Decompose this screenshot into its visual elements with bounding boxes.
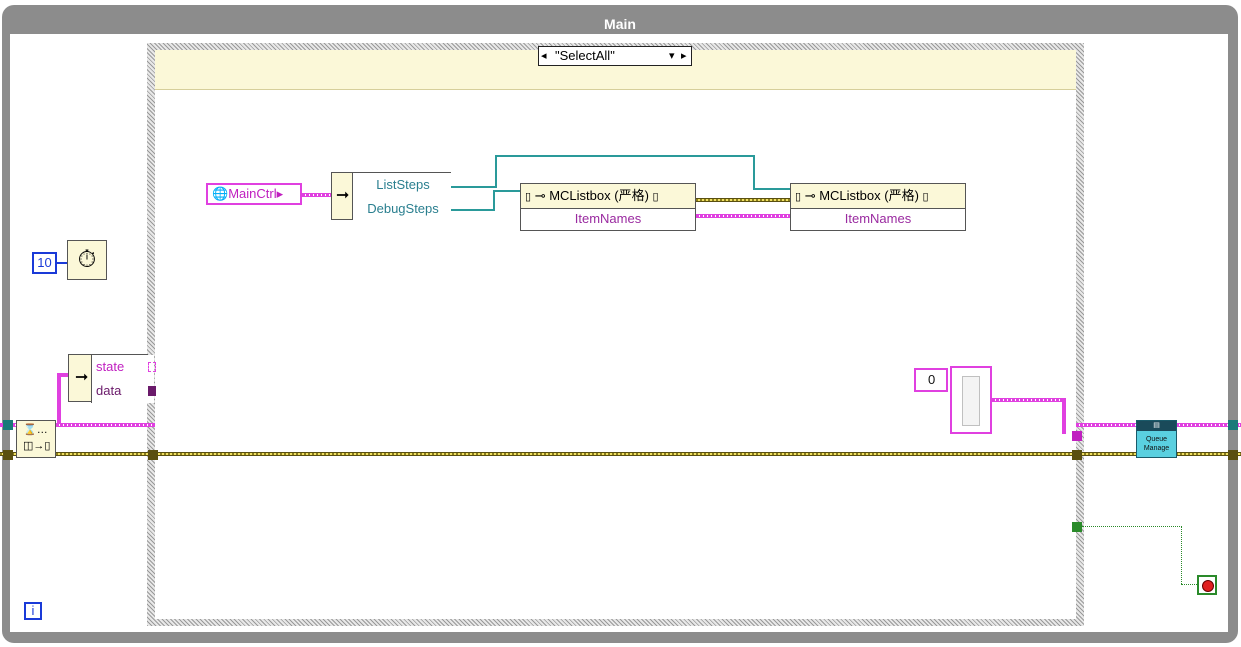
case-error-tunnel-left[interactable] <box>148 450 158 460</box>
element-wire-vertical[interactable] <box>57 373 61 423</box>
queue-manage-label: Queue Manage <box>1143 436 1170 452</box>
ref-in-icon: ▯ <box>795 191 802 203</box>
ref-out-icon: ▯ <box>922 191 929 203</box>
data-field: data <box>91 379 154 403</box>
array-wire-a[interactable] <box>992 398 1066 402</box>
array-constant[interactable] <box>950 366 992 434</box>
stop-wire-a[interactable] <box>1082 526 1182 527</box>
debugsteps-field: DebugSteps <box>352 197 453 220</box>
state-tunnel[interactable] <box>148 362 156 372</box>
stop-tunnel[interactable] <box>1072 522 1082 532</box>
prev-case-icon[interactable]: ◂ <box>541 50 547 62</box>
wait-constant[interactable]: 10 <box>32 252 57 274</box>
debugsteps-wire-c[interactable] <box>493 190 521 192</box>
property-node-1[interactable]: ▯ ⊸ MCListbox (严格) ▯ ItemNames <box>520 183 696 231</box>
dequeue-icon: ⌛… <box>23 424 48 436</box>
case-error-tunnel-right[interactable] <box>1072 450 1082 460</box>
next-case-icon[interactable]: ▸ <box>681 50 687 62</box>
property-node-1-item[interactable]: ItemNames <box>574 211 642 226</box>
unbundle-by-name-state[interactable]: ➞ state data <box>68 354 154 403</box>
liststeps-wire-b[interactable] <box>495 155 497 188</box>
liststeps-wire-c[interactable] <box>495 155 755 157</box>
case-structure-body <box>155 50 1076 619</box>
dequeue-node[interactable]: ⌛… ◫→▯ <box>16 420 56 458</box>
globe-icon: 🌐 <box>212 186 229 201</box>
ref-wire[interactable] <box>302 193 332 197</box>
state-field: state <box>91 355 154 380</box>
metronome-icon[interactable]: ⏱ <box>67 240 107 280</box>
liststeps-wire-e[interactable] <box>753 188 791 190</box>
queue-manage-subvi[interactable]: ▤ Queue Manage <box>1136 420 1177 458</box>
mainctrl-label: MainCtrl <box>228 186 277 201</box>
queue-wire-left[interactable] <box>0 423 155 427</box>
unbundle-steps-arrow-icon: ➞ <box>336 187 350 204</box>
mainctrl-reference[interactable]: 🌐MainCtrl▸ <box>206 183 302 205</box>
error-tunnel-right[interactable] <box>1228 450 1238 460</box>
array-index[interactable]: 0 <box>914 368 948 392</box>
wait-wire[interactable] <box>57 262 67 264</box>
error-tunnel-left[interactable] <box>3 450 13 460</box>
debugsteps-wire-a[interactable] <box>451 209 495 211</box>
key-icon: ⊸ <box>804 188 816 203</box>
stop-wire-b[interactable] <box>1181 526 1182 584</box>
error-wire[interactable] <box>0 452 1241 456</box>
itemnames-wire[interactable] <box>696 214 792 218</box>
debugsteps-wire-b[interactable] <box>493 190 495 211</box>
array-element <box>962 376 980 426</box>
ref-in-icon: ▯ <box>525 191 532 203</box>
queue-tunnel-right[interactable] <box>1228 420 1238 430</box>
dequeue-arrow-icon: ◫→▯ <box>23 440 51 452</box>
iteration-icon: i <box>24 602 42 620</box>
property-node-1-title: MCListbox (严格) <box>549 188 649 203</box>
property-node-2[interactable]: ▯ ⊸ MCListbox (严格) ▯ ItemNames <box>790 183 966 231</box>
output-arrow-icon: ▸ <box>276 186 284 201</box>
case-queue-tunnel-right[interactable] <box>1072 431 1082 441</box>
property-node-2-item[interactable]: ItemNames <box>844 211 912 226</box>
stop-wire-c[interactable] <box>1181 584 1197 585</box>
data-tunnel[interactable] <box>148 386 156 396</box>
queue-header-icon: ▤ <box>1137 421 1176 431</box>
liststeps-wire-d[interactable] <box>753 155 755 189</box>
case-selector-value: "SelectAll" <box>555 48 615 63</box>
element-wire-horizontal[interactable] <box>57 373 69 377</box>
loop-title: Main <box>604 16 636 32</box>
liststeps-wire-a[interactable] <box>451 186 497 188</box>
key-icon: ⊸ <box>534 188 546 203</box>
unbundle-arrow-icon: ➞ <box>75 369 89 386</box>
ref-out-icon: ▯ <box>652 191 659 203</box>
stop-icon[interactable] <box>1197 575 1217 595</box>
unbundle-steps[interactable]: ➞ ListSteps DebugSteps <box>331 172 453 220</box>
node-error-wire[interactable] <box>696 198 792 202</box>
case-selector[interactable]: ◂ "SelectAll" ▾ ▸ <box>538 46 692 66</box>
property-node-2-title: MCListbox (严格) <box>819 188 919 203</box>
queue-tunnel-left[interactable] <box>3 420 13 430</box>
dropdown-icon[interactable]: ▾ <box>669 50 675 62</box>
liststeps-field: ListSteps <box>352 173 453 198</box>
array-wire-b[interactable] <box>1062 398 1066 434</box>
